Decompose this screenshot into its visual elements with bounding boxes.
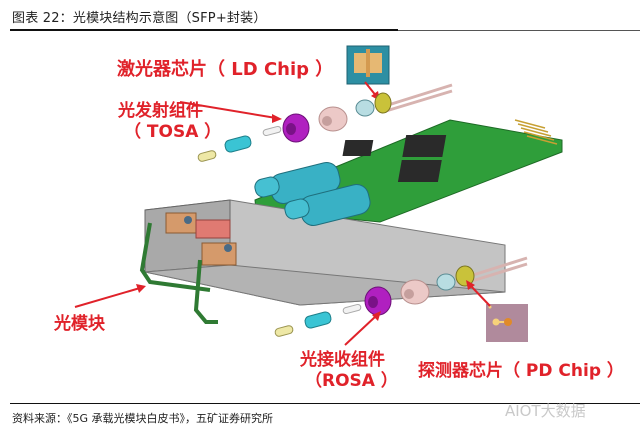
pd-chip-label: 探测器芯片（ PD Chip ）	[418, 361, 624, 381]
rosa-parts	[274, 256, 528, 337]
tosa-parts	[197, 83, 453, 162]
rosa-label: 光接收组件	[300, 350, 385, 370]
ld-chip-label: 激光器芯片（ LD Chip ）	[117, 59, 334, 80]
top-rule	[10, 29, 398, 31]
rosa-abbr-label: （ROSA ）	[305, 371, 398, 391]
pd-chip-inset	[486, 304, 528, 342]
figure-title: 图表 22：光模块结构示意图（SFP+封装）	[12, 11, 267, 26]
source-note: 资料来源：《5G 承载光模块白皮书》，五矿证券研究所	[12, 412, 274, 425]
ld-chip-inset	[346, 45, 390, 85]
optical-ports	[254, 162, 371, 226]
tosa-abbr-label: （ TOSA ）	[124, 122, 222, 142]
callout-arrows	[74, 101, 491, 346]
bottom-rule	[10, 403, 640, 404]
optical-module-label: 光模块	[54, 314, 105, 334]
tosa-label: 光发射组件	[118, 101, 203, 121]
top-rule-thin	[398, 30, 640, 31]
watermark: AIOT大数据	[505, 402, 586, 420]
optical-module-diagram	[0, 32, 640, 398]
